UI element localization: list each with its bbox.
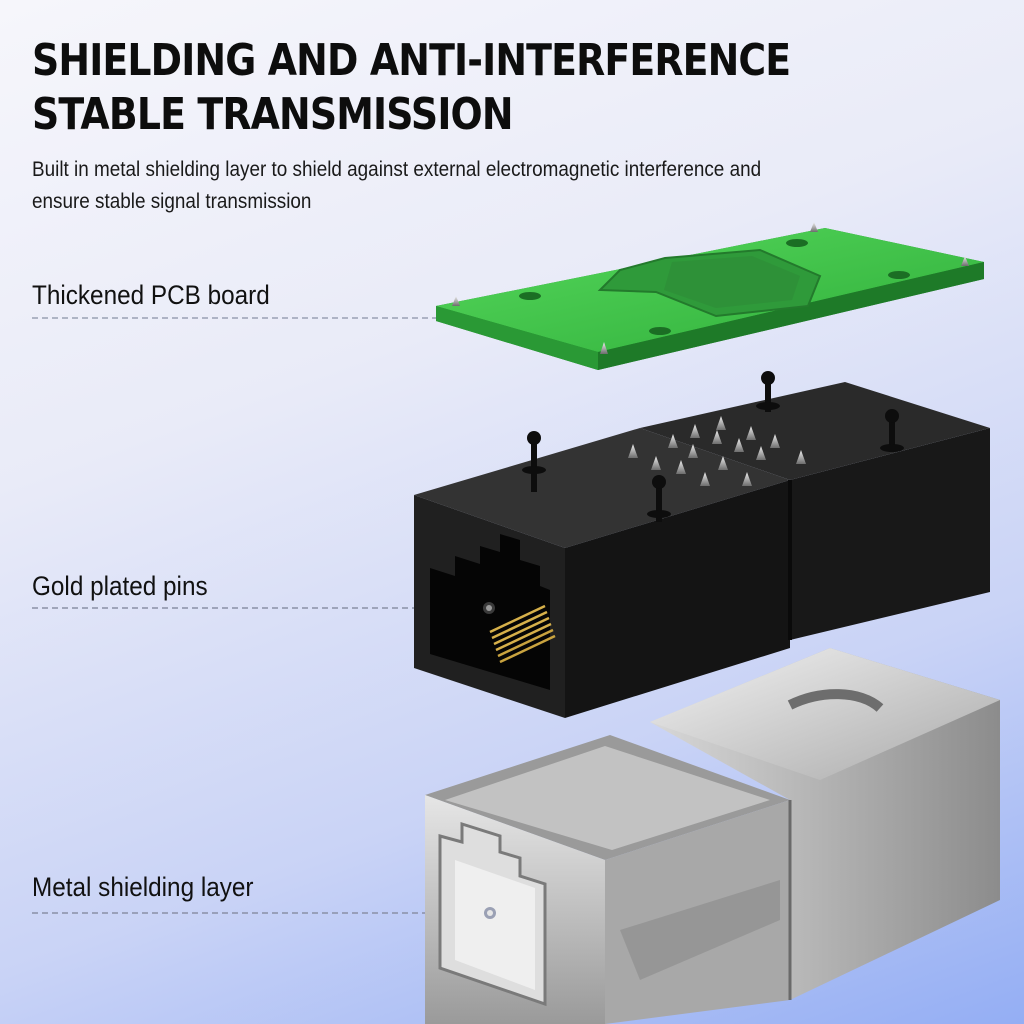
headline-line-1: SHIELDING AND ANTI-INTERFERENCE (32, 35, 791, 86)
metal-shield-icon (425, 648, 1000, 1024)
subtitle-line-2: ensure stable signal transmission (32, 190, 312, 213)
headline-line-2: STABLE TRANSMISSION (32, 89, 514, 140)
callout-label-pins: Gold plated pins (32, 571, 208, 601)
callout-leader-pcb (32, 310, 450, 322)
gold-pins-icon (483, 602, 556, 664)
pcb-board-icon (436, 222, 984, 370)
callout-label-shield: Metal shielding layer (32, 872, 254, 902)
callout-label-pcb: Thickened PCB board (32, 280, 270, 310)
headline: SHIELDING AND ANTI-INTERFERENCE STABLE T… (32, 34, 791, 142)
black-housing (414, 371, 990, 718)
subtitle: Built in metal shielding layer to shield… (32, 154, 842, 218)
subtitle-line-1: Built in metal shielding layer to shield… (32, 158, 762, 181)
